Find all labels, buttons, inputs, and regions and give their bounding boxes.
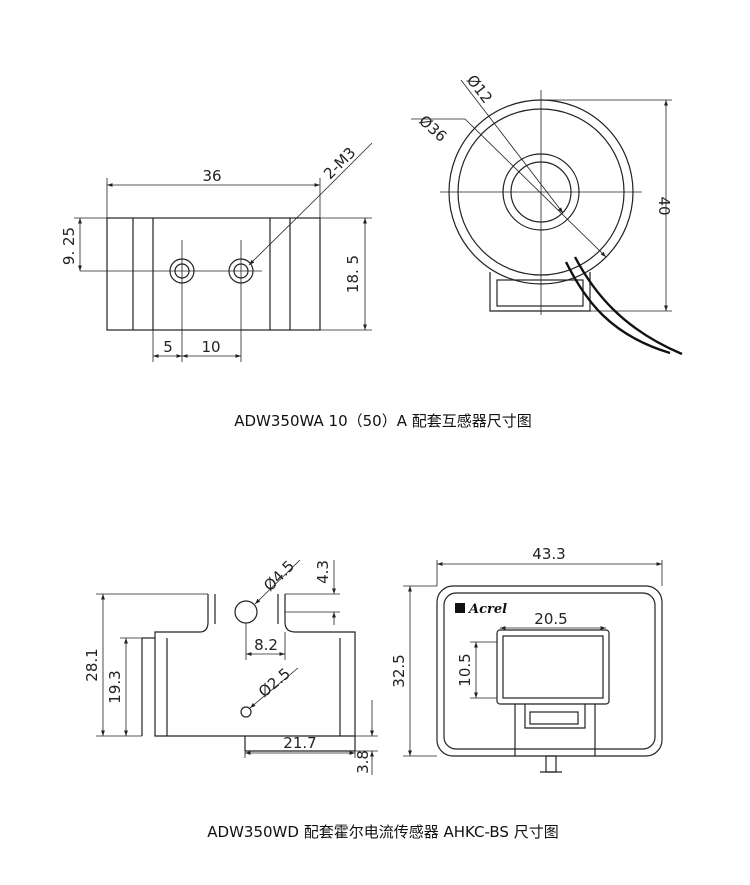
fig2-dim-small-hole: Ø2.5 [255,664,294,701]
fig2-brand-logo: Acrel [455,602,507,617]
fig1-base-lug [489,272,591,312]
fig1-dim-hole-spacing: 10 [201,338,220,356]
fig2-window [496,629,610,705]
fig2-pin [545,755,557,773]
fig2-dim-window-height: 10.5 [456,653,474,686]
fig1-dim-total-height: 40 [655,196,673,215]
fig2-dim-overall-height: 28.1 [83,648,101,681]
fig2-bracket-outline [154,594,356,737]
fig1-side-view: Ø36 Ø12 40 [411,71,683,356]
fig1-lead-wires [564,256,683,356]
fig2-dim-window-width: 20.5 [534,610,567,628]
fig2-front-view: Acrel 43.3 20.5 10.5 32.5 [390,545,663,773]
fig2-mount-hole [234,600,258,624]
fig1-dim-thread: 2-M3 [320,144,359,183]
fig2-dim-base-length: 21.7 [283,734,316,752]
fig2-dim-hole-pos: 8.2 [254,636,278,654]
svg-text:Acrel: Acrel [467,602,507,617]
fig2-caption: ADW350WD 配套霍尔电流传感器 AHKC-BS 尺寸图 [207,823,558,841]
fig2-dim-hole-dia: Ø4.5 [260,557,298,595]
fig2-dim-height: 32.5 [390,654,408,687]
fig2-dim-base-offset: 3.8 [354,750,372,774]
fig1-dim-height: 18. 5 [344,255,362,293]
fig2-dim-top-offset: 4.3 [314,560,332,584]
fig2-dim-width: 43.3 [532,545,565,563]
fig1-dim-hole-offset: 9. 25 [60,227,78,265]
fig1-front-view: 36 9. 25 18. 5 2-M3 5 10 [60,142,373,362]
fig1-dim-width: 36 [202,167,221,185]
fig1-dim-left-offset: 5 [163,338,173,356]
fig1-caption: ADW350WA 10（50）A 配套互感器尺寸图 [234,412,532,430]
fig1-body-outline [106,217,321,331]
fig1-dim-outer-dia: Ø36 [415,112,450,146]
fig2-side-view: 28.1 19.3 Ø4.5 4.3 8.2 Ø2.5 21.7 3.8 [83,557,378,775]
fig2-dim-body-height: 19.3 [106,670,124,703]
fig2-small-hole [240,706,252,718]
